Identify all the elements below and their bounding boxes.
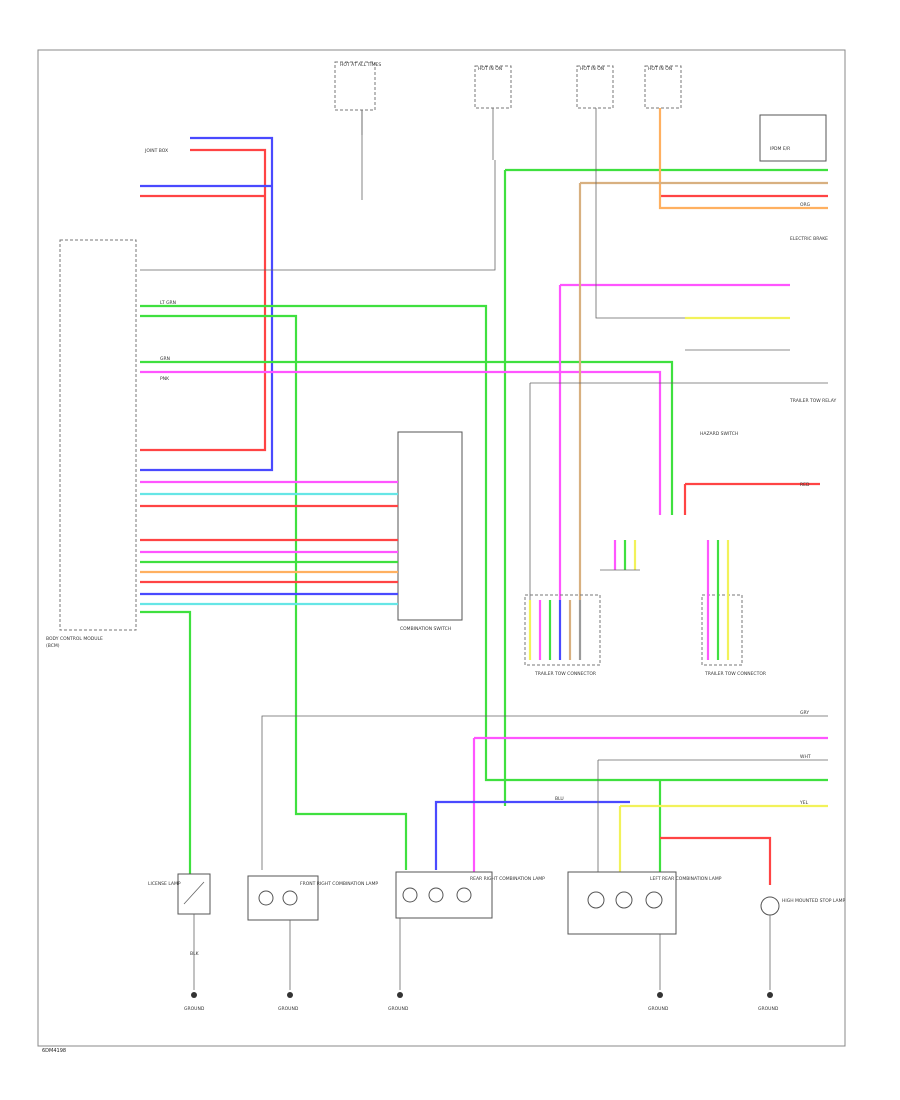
wire-red-top — [140, 148, 267, 452]
ground-3-label: GROUND — [388, 1006, 409, 1012]
wire-code-blu: BLU — [555, 796, 564, 802]
wire-code-wht: WHT — [800, 754, 811, 760]
ign-c-label: HOT IN ON — [648, 66, 672, 72]
diagram-frame — [37, 49, 846, 1047]
wire-code-blk: BLK — [190, 951, 200, 957]
top-fuse-block: HOT AT ALL TIMES — [334, 61, 381, 200]
wire-grey-3 — [595, 108, 685, 319]
ignition-fuse-b: HOT IN ON — [576, 65, 614, 109]
wire-code-pnk: PNK — [160, 376, 170, 382]
wire-green-2 — [140, 314, 408, 870]
combination-switch-label: COMBINATION SWITCH — [400, 626, 451, 632]
wire-green-3 — [140, 360, 674, 515]
left-rear-lamp-label: LEFT REAR COMBINATION LAMP — [650, 876, 722, 882]
ignition-fuse-c: HOT IN ON — [644, 65, 682, 109]
bcm-sub-label: (BCM) — [46, 643, 60, 649]
hazard-switch-label: HAZARD SWITCH — [700, 431, 738, 437]
stop-lamp-label: HIGH MOUNTED STOP LAMP — [782, 898, 845, 904]
rear-right-lamp-label: REAR RIGHT COMBINATION LAMP — [470, 876, 545, 882]
joint-box-label: JOINT BOX — [144, 148, 168, 154]
ground-2: GROUND — [278, 992, 299, 1012]
ground-3: GROUND — [388, 992, 409, 1012]
license-lamp-switch: LICENSE LAMP — [148, 873, 211, 990]
top-fuse-label: HOT AT ALL TIMES — [340, 62, 381, 68]
footer-code: 6DM4198 — [42, 1048, 66, 1054]
wire-grey-1 — [140, 160, 496, 271]
wire-code-yel: YEL — [799, 800, 809, 806]
ground-5-label: GROUND — [758, 1006, 779, 1012]
ignition-fuse-a: HOT IN ON — [474, 65, 512, 160]
relay-a-label: ELECTRIC BRAKE — [790, 236, 828, 242]
ground-5: GROUND — [758, 992, 779, 1012]
license-lamp-label: LICENSE LAMP — [148, 881, 181, 887]
wire-blue-top — [140, 136, 274, 472]
wire-green-license — [140, 610, 192, 880]
wire-pink-1 — [140, 370, 662, 515]
rear-right-lamp: REAR RIGHT COMBINATION LAMP — [395, 871, 545, 990]
wire-code-grn: GRN — [160, 356, 170, 362]
trailer-connector-b-label: TRAILER TOW CONNECTOR — [704, 671, 766, 677]
trailer-harness-a — [600, 540, 640, 571]
trailer-connector-a: TRAILER TOW CONNECTOR — [524, 594, 601, 677]
ign-b-label: HOT IN ON — [580, 66, 604, 72]
front-right-lamp-label: FRONT RIGHT COMBINATION LAMP — [300, 881, 378, 887]
trailer-connector-b: TRAILER TOW CONNECTOR — [701, 540, 766, 677]
ground-2-label: GROUND — [278, 1006, 299, 1012]
wire-code-red: RED — [800, 482, 810, 488]
ign-a-label: HOT IN ON — [478, 66, 502, 72]
trailer-connector-a-label: TRAILER TOW CONNECTOR — [534, 671, 596, 677]
wire-code-green: LT GRN — [160, 300, 176, 306]
ground-4: GROUND — [648, 992, 669, 1012]
wire-grey-2 — [261, 715, 828, 870]
combination-switch: COMBINATION SWITCH — [397, 431, 463, 632]
wire-orange-2 — [658, 108, 828, 210]
left-rear-lamp: LEFT REAR COMBINATION LAMP — [567, 871, 722, 990]
front-right-lamp: FRONT RIGHT COMBINATION LAMP — [247, 875, 378, 990]
wire-code-org: ORG — [800, 202, 811, 208]
ipdm-label: IPDM E/R — [770, 146, 790, 152]
high-mount-stop-lamp: HIGH MOUNTED STOP LAMP — [760, 896, 845, 990]
wire-blue-rear — [434, 800, 630, 870]
ground-1-label: GROUND — [184, 1006, 205, 1012]
ground-4-label: GROUND — [648, 1006, 669, 1012]
ground-1: GROUND — [184, 992, 205, 1012]
ipdm-module: IPDM E/R — [759, 114, 827, 162]
relay-b-label: TRAILER TOW RELAY — [789, 398, 836, 404]
bcm-label: BODY CONTROL MODULE — [46, 636, 103, 642]
wire-red-stop — [660, 836, 772, 885]
bcm-module: BODY CONTROL MODULE (BCM) — [46, 239, 137, 649]
wire-code-gry: GRY — [800, 710, 809, 716]
wire-green-1 — [140, 304, 828, 782]
